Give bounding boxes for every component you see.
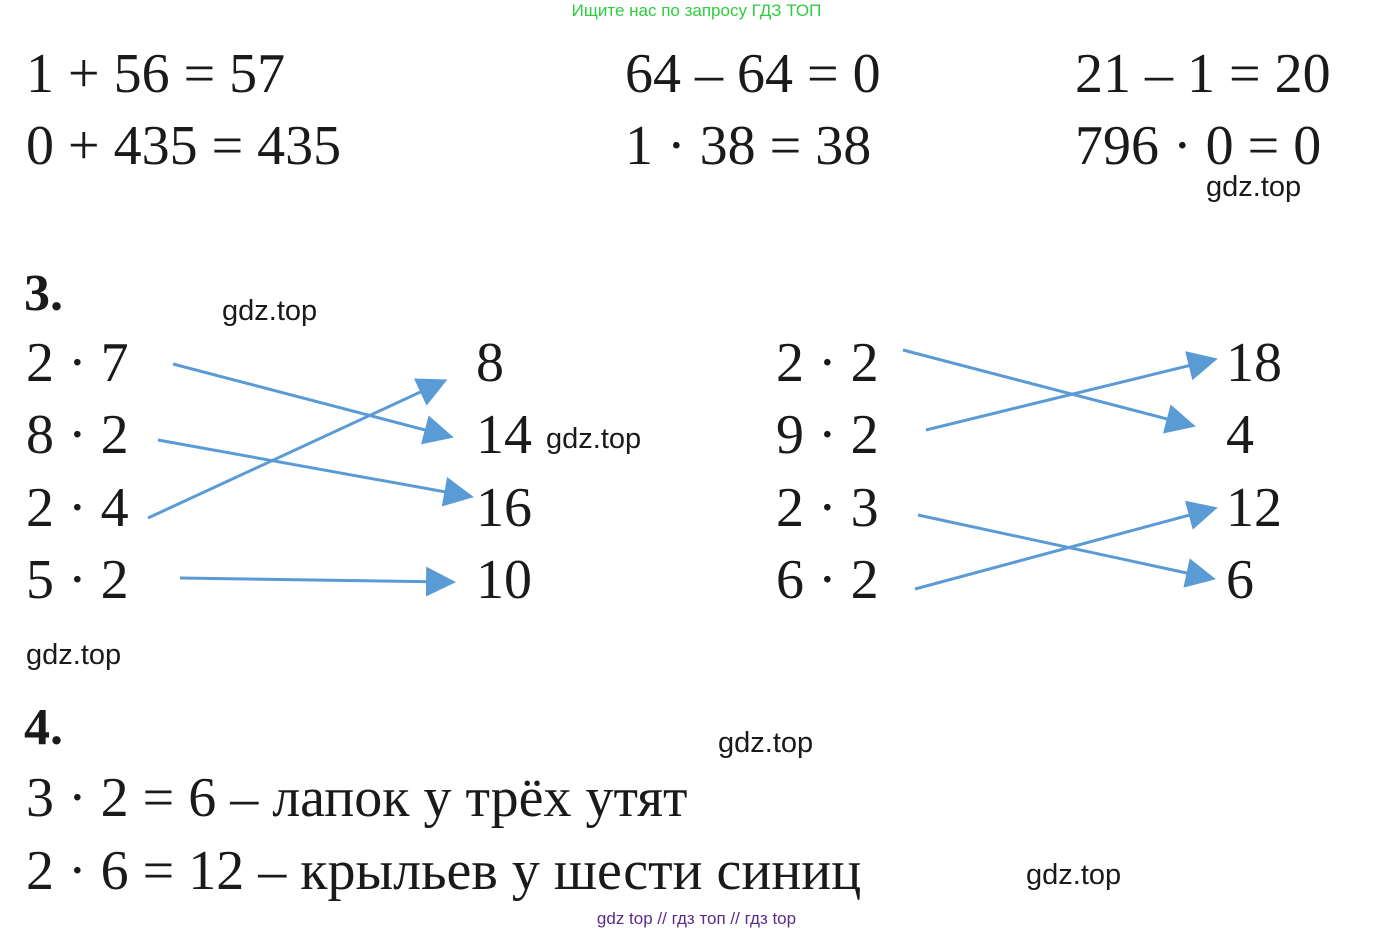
arrow-5x2-to-10 <box>179 566 456 597</box>
equation-3: 21 – 1 = 20 <box>1075 43 1331 105</box>
arrow-2x2-to-4 <box>902 348 1196 434</box>
section-4-line-2: 2 · 6 = 12 – крыльев у шести синиц <box>26 840 862 902</box>
left-result: 14 <box>476 404 532 466</box>
arrow-2x7-to-14 <box>172 362 454 445</box>
arrow-2x3-to-6 <box>917 513 1216 588</box>
right-expression: 6 · 2 <box>776 549 879 611</box>
section-4-line-1: 3 · 2 = 6 – лапок у трёх утят <box>26 767 688 829</box>
right-result: 6 <box>1226 549 1254 611</box>
watermark: gdz.top <box>546 423 642 455</box>
right-result: 12 <box>1226 477 1282 539</box>
top-banner[interactable]: Ищите нас по запросу ГДЗ ТОП <box>571 1 822 20</box>
equation-5: 1 · 38 = 38 <box>625 115 872 177</box>
right-expression: 2 · 3 <box>776 477 879 539</box>
arrow-6x2-to-12 <box>914 500 1218 591</box>
equation-4: 0 + 435 = 435 <box>26 115 342 177</box>
left-result: 16 <box>476 477 532 539</box>
equation-2: 64 – 64 = 0 <box>625 43 881 105</box>
equation-1: 1 + 56 = 57 <box>26 43 286 105</box>
watermark: gdz.top <box>26 639 122 671</box>
watermark: gdz.top <box>222 295 318 327</box>
right-expression: 2 · 2 <box>776 332 879 394</box>
right-result: 18 <box>1226 332 1282 394</box>
right-result: 4 <box>1226 404 1254 466</box>
footer-links[interactable]: gdz top // гдз топ // гдз top <box>596 909 797 928</box>
left-expression: 2 · 7 <box>26 332 129 394</box>
equation-6: 796 · 0 = 0 <box>1075 115 1322 177</box>
watermark: gdz.top <box>1026 859 1122 891</box>
left-expression: 8 · 2 <box>26 404 129 466</box>
arrow-8x2-to-16 <box>157 438 474 507</box>
watermark: gdz.top <box>718 727 814 759</box>
left-result: 8 <box>476 332 504 394</box>
left-result: 10 <box>476 549 532 611</box>
right-expression: 9 · 2 <box>776 404 879 466</box>
section-3-number: 3. <box>24 265 63 322</box>
arrow-9x2-to-18 <box>925 351 1218 432</box>
watermark: gdz.top <box>1206 171 1302 203</box>
section-4-number: 4. <box>24 699 63 756</box>
left-expression: 5 · 2 <box>26 549 129 611</box>
arrow-2x4-to-8 <box>147 378 448 520</box>
left-expression: 2 · 4 <box>26 477 129 539</box>
